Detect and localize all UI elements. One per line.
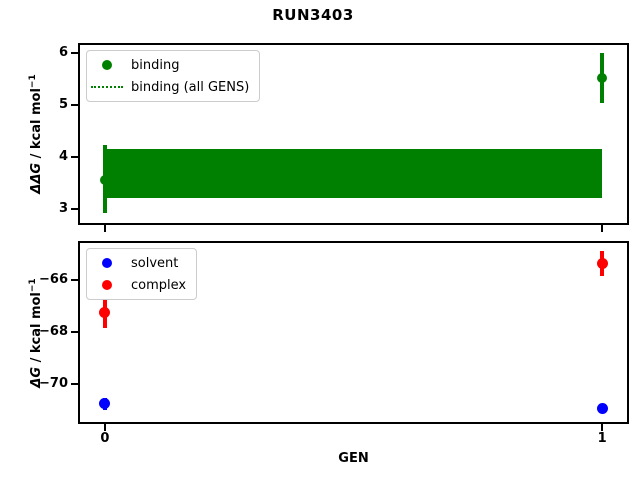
y-tick-label: −68 bbox=[39, 323, 68, 339]
y-tick-label: 3 bbox=[58, 200, 68, 216]
top-axes: ΔΔG / kcal mol−1 binding binding (all GE… bbox=[28, 43, 629, 232]
legend-entry-complex: complex bbox=[90, 274, 186, 296]
x-tick-label: 1 bbox=[597, 431, 607, 446]
complex-dot-icon bbox=[90, 280, 124, 290]
y-tick-mark bbox=[71, 51, 78, 54]
figure-title: RUN3403 bbox=[272, 6, 354, 24]
delta-delta-g-label: ΔΔG bbox=[29, 162, 45, 194]
all-gens-mean-line bbox=[104, 172, 603, 175]
legend-label: solvent bbox=[131, 255, 179, 271]
marker-binding bbox=[99, 175, 110, 186]
marker-solvent bbox=[99, 398, 111, 410]
y-tick-label: −66 bbox=[39, 271, 68, 287]
y-tick-mark bbox=[71, 330, 78, 333]
marker-complex bbox=[99, 307, 111, 319]
marker-complex bbox=[596, 258, 608, 270]
top-plot-area bbox=[80, 45, 627, 223]
y-tick-mark bbox=[71, 207, 78, 210]
legend-entry-binding: binding bbox=[90, 54, 249, 76]
legend-label: binding bbox=[131, 57, 180, 73]
x-tick-mark bbox=[601, 225, 604, 232]
bottom-axes: ΔG / kcal mol−1 GEN solvent complex −66−… bbox=[28, 241, 629, 466]
y-tick-mark bbox=[71, 278, 78, 281]
y-tick-mark bbox=[71, 103, 78, 106]
bottom-legend: solvent complex bbox=[86, 248, 198, 300]
legend-entry-solvent: solvent bbox=[90, 252, 186, 274]
y-tick-label: 5 bbox=[58, 96, 68, 112]
legend-label: binding (all GENS) bbox=[131, 79, 250, 95]
legend-label: complex bbox=[131, 277, 187, 293]
y-tick-mark bbox=[71, 382, 78, 385]
x-tick-mark bbox=[103, 225, 106, 232]
marker-binding bbox=[597, 72, 608, 83]
marker-solvent bbox=[596, 402, 608, 414]
bottom-plot-area bbox=[80, 243, 627, 422]
binding-dot-icon bbox=[90, 60, 124, 70]
legend-entry-binding-all-gens: binding (all GENS) bbox=[90, 76, 249, 98]
x-tick-mark bbox=[601, 424, 604, 431]
y-tick-label: 6 bbox=[58, 44, 68, 60]
y-units-exponent: −1 bbox=[27, 74, 38, 89]
top-legend: binding binding (all GENS) bbox=[86, 50, 261, 102]
y-tick-label: −70 bbox=[39, 375, 68, 391]
dotted-line-icon bbox=[90, 86, 124, 88]
x-tick-mark bbox=[103, 424, 106, 431]
y-tick-mark bbox=[71, 155, 78, 158]
x-tick-label: 0 bbox=[100, 431, 110, 446]
y-tick-label: 4 bbox=[58, 148, 68, 164]
solvent-dot-icon bbox=[90, 258, 124, 268]
top-y-axis-label: ΔΔG / kcal mol−1 bbox=[28, 74, 44, 193]
x-axis-label: GEN bbox=[338, 451, 369, 466]
